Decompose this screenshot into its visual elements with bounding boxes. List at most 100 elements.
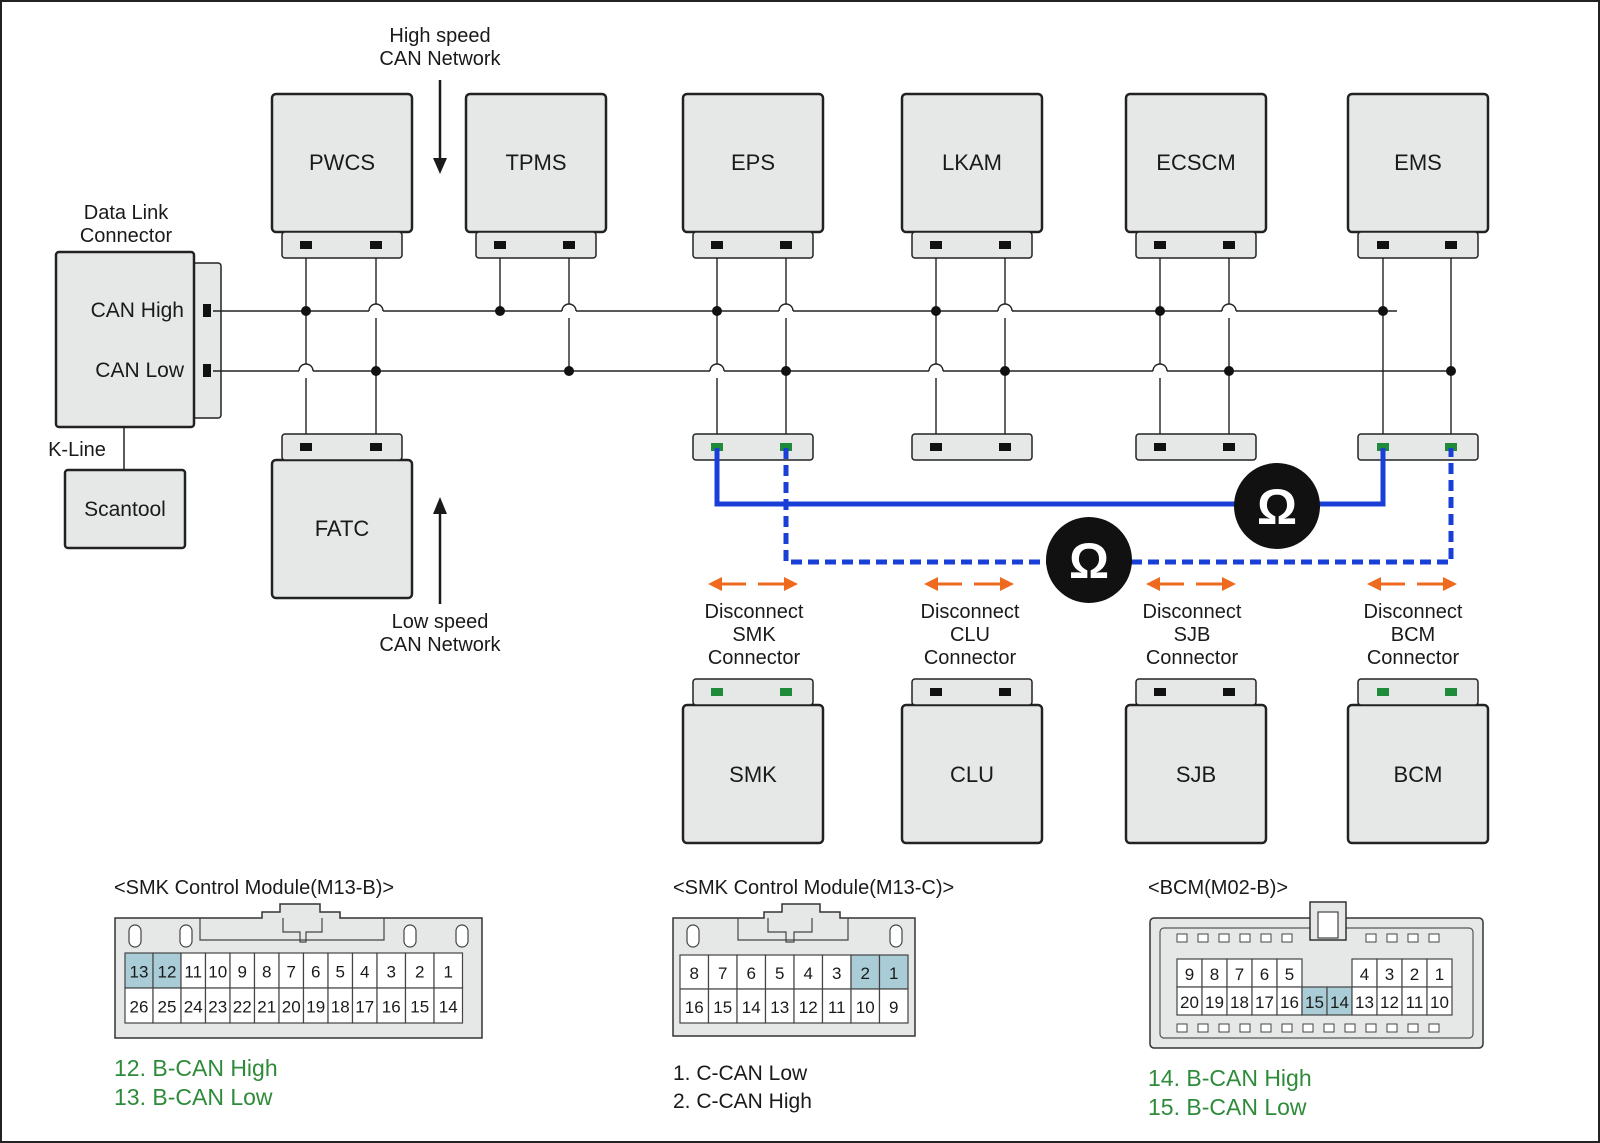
connector-pin bbox=[930, 688, 942, 696]
module-smk: SMK bbox=[681, 678, 825, 845]
harness-connector-clu-strip bbox=[911, 433, 1033, 461]
module-bcm: BCM bbox=[1346, 678, 1490, 845]
data-link-connector: Data Link Connector CAN High CAN Low K-L… bbox=[48, 202, 222, 550]
harness-connector-clu bbox=[911, 433, 1033, 461]
measure-line-high bbox=[714, 448, 1386, 507]
disconnect-bcm-line-3: Connector bbox=[1367, 647, 1460, 669]
latch-top bbox=[1218, 933, 1230, 943]
harness-connector-bcm-strip bbox=[1357, 433, 1479, 461]
pin-cell bbox=[736, 988, 767, 1024]
high-speed-line-1: High speed bbox=[389, 25, 490, 47]
latch-top bbox=[1197, 933, 1209, 943]
dlc-can-low-label: CAN Low bbox=[95, 359, 185, 382]
smk-m13-c-legend-2: 2. C-CAN High bbox=[673, 1090, 812, 1113]
module-ecscm-connector bbox=[1135, 231, 1257, 259]
hop-gap bbox=[779, 309, 793, 313]
latch-top bbox=[1386, 933, 1398, 943]
module-eps-label: EPS bbox=[731, 150, 775, 175]
module-eps-connector bbox=[692, 231, 814, 259]
pin-cell bbox=[376, 952, 407, 989]
wire-crossing-hop bbox=[1152, 363, 1168, 372]
pin-cell bbox=[180, 952, 207, 989]
connector-pin bbox=[563, 241, 575, 249]
pin-number: 11 bbox=[184, 963, 202, 982]
can-bus-lines bbox=[213, 246, 1456, 448]
harness-connector-smk bbox=[692, 433, 814, 461]
arrow-right-icon bbox=[1443, 577, 1457, 591]
smk-m13-c-title: <SMK Control Module(M13-C)> bbox=[673, 877, 954, 899]
hop-gap bbox=[369, 309, 383, 313]
pin-cell bbox=[793, 988, 824, 1024]
arrow-left-icon bbox=[924, 577, 938, 591]
junction-dot bbox=[301, 306, 311, 316]
connector-pin bbox=[1377, 443, 1389, 451]
module-tpms-connector bbox=[475, 231, 597, 259]
pin-number: 3 bbox=[1385, 965, 1394, 984]
pin-cell bbox=[707, 988, 738, 1024]
pin-number: 1 bbox=[889, 964, 898, 983]
module-ecscm: ECSCM bbox=[1124, 92, 1268, 259]
pin-cell bbox=[821, 988, 852, 1024]
dlc-title-line-1: Data Link bbox=[84, 202, 169, 224]
disconnect-bcm-line-2: BCM bbox=[1391, 624, 1435, 646]
pin-number: 16 bbox=[382, 998, 401, 1017]
latch-bottom bbox=[1302, 1023, 1314, 1033]
pin-number: 17 bbox=[355, 998, 374, 1017]
pin-number: 20 bbox=[1180, 993, 1199, 1012]
disconnect-bcm-line-1: Disconnect bbox=[1364, 601, 1463, 623]
disconnect-smk-line-1: Disconnect bbox=[705, 601, 804, 623]
disconnect-clu-line-2: CLU bbox=[950, 624, 990, 646]
pin-cell bbox=[1401, 986, 1428, 1016]
module-pwcs-connector bbox=[281, 231, 403, 259]
pin-number: 11 bbox=[828, 998, 846, 1017]
pin-number: 7 bbox=[718, 964, 727, 983]
pin-cell bbox=[1301, 986, 1328, 1016]
latch-bottom bbox=[1218, 1023, 1230, 1033]
arrow-down-icon bbox=[433, 158, 447, 174]
wire-crossing-hop bbox=[709, 363, 725, 372]
module-pwcs: PWCS bbox=[270, 92, 414, 259]
connector-pin bbox=[1154, 241, 1166, 249]
hop-gap bbox=[710, 369, 724, 373]
module-fatc: FATC bbox=[270, 433, 414, 600]
pin-cell bbox=[1276, 958, 1303, 988]
pin-cell bbox=[351, 987, 378, 1024]
module-clu-label: CLU bbox=[950, 762, 994, 787]
connector-pin bbox=[494, 241, 506, 249]
connector-pin bbox=[930, 443, 942, 451]
arrow-left-icon bbox=[1367, 577, 1381, 591]
junction-dot bbox=[564, 366, 574, 376]
latch-top bbox=[1365, 933, 1377, 943]
dlc-can-low-pin bbox=[203, 364, 211, 377]
connector-pin bbox=[1223, 241, 1235, 249]
disconnect-clu-line-1: Disconnect bbox=[921, 601, 1020, 623]
junction-dot bbox=[1378, 306, 1388, 316]
pin-cell bbox=[302, 987, 329, 1024]
module-fatc-connector bbox=[281, 433, 403, 461]
latch-bottom bbox=[1323, 1023, 1335, 1033]
module-lkam-label: LKAM bbox=[942, 150, 1002, 175]
pin-number: 24 bbox=[184, 998, 203, 1017]
connector-pin bbox=[999, 241, 1011, 249]
low-speed-line-2: CAN Network bbox=[379, 634, 501, 656]
ohmmeter-icon-low bbox=[1046, 517, 1132, 603]
module-eps: EPS bbox=[681, 92, 825, 259]
latch-bottom bbox=[1176, 1023, 1188, 1033]
connector-pin bbox=[780, 241, 792, 249]
connector-pin bbox=[711, 443, 723, 451]
high-speed-network-label: High speed CAN Network bbox=[379, 25, 502, 174]
bcm-m02-b-title: <BCM(M02-B)> bbox=[1148, 877, 1288, 899]
connector-pin bbox=[999, 688, 1011, 696]
pin-number: 5 bbox=[1285, 965, 1294, 984]
dlc-can-high-label: CAN High bbox=[91, 299, 184, 322]
pin-number: 8 bbox=[262, 963, 271, 982]
pin-number: 10 bbox=[208, 963, 227, 982]
k-line-label: K-Line bbox=[48, 439, 106, 461]
junction-dot bbox=[495, 306, 505, 316]
wire-crossing-hop bbox=[1221, 303, 1237, 312]
pin-cell bbox=[1226, 986, 1253, 1016]
scantool-box bbox=[63, 468, 187, 550]
pin-number: 25 bbox=[158, 998, 177, 1017]
